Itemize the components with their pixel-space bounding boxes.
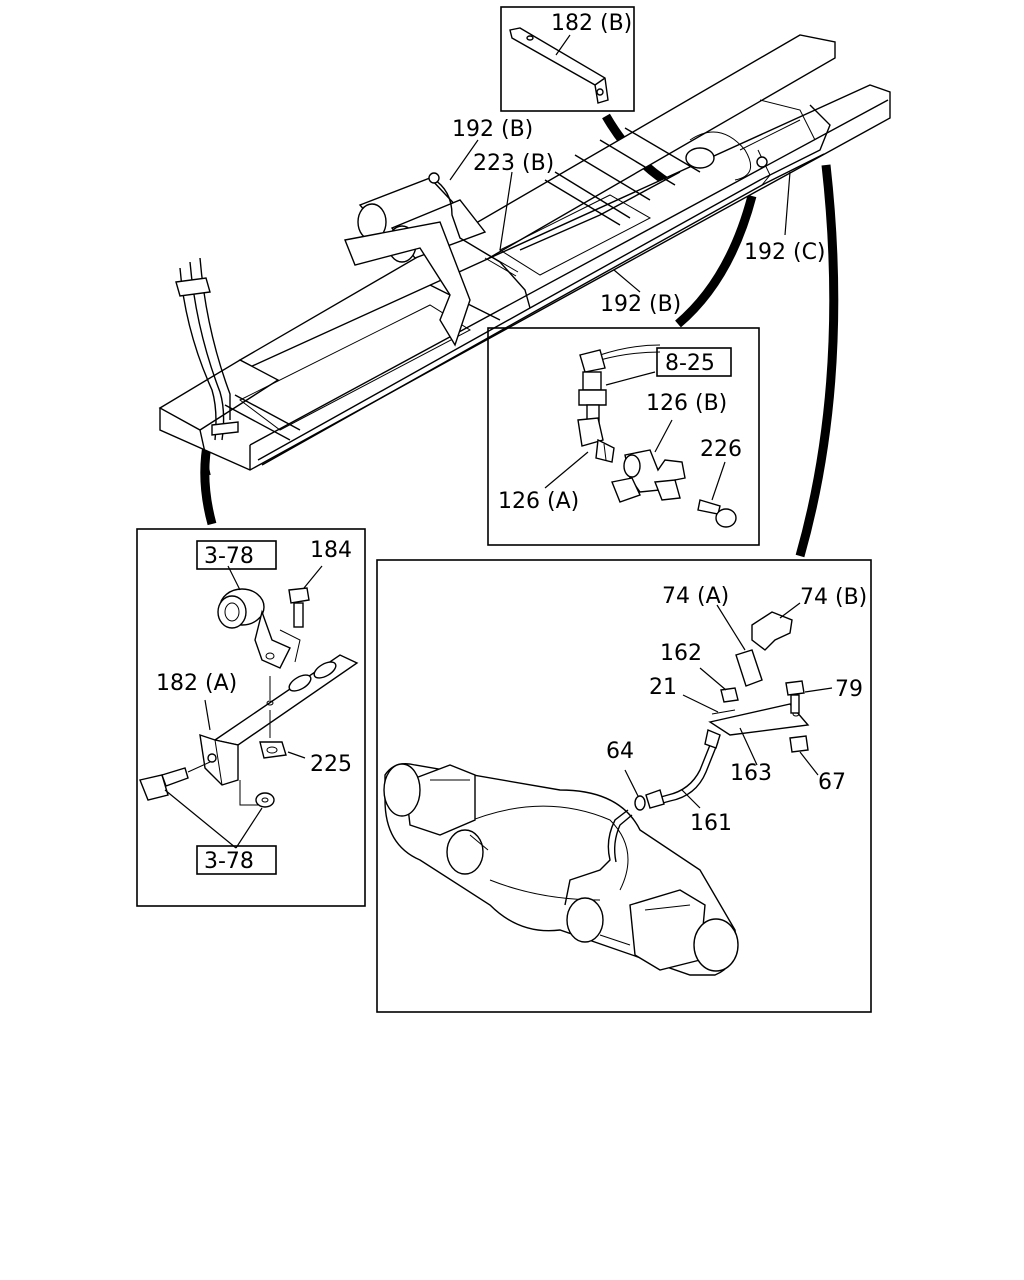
top-leaders [449,139,791,293]
label-3-78-top: 3-78 [204,544,254,569]
label-21: 21 [649,675,677,700]
label-74a: 74 (A) [662,584,729,609]
label-126a: 126 (A) [498,489,579,514]
label-182b-top: 182 (B) [551,11,632,36]
label-192b-mid: 192 (B) [600,292,681,317]
chassis-frame [158,34,891,476]
box-fittings [487,327,760,546]
label-boxes [196,347,732,875]
label-74b: 74 (B) [800,585,867,610]
label-192b-top: 192 (B) [452,117,533,142]
label-67: 67 [818,770,846,795]
label-184: 184 [310,538,352,563]
label-226: 226 [700,437,742,462]
label-225: 225 [310,752,352,777]
label-163: 163 [730,761,772,786]
label-161: 161 [690,811,732,836]
label-64: 64 [606,739,634,764]
hose-left [175,257,239,441]
label-3-78-bottom: 3-78 [204,849,254,874]
pipe-routing [257,104,831,466]
box-182b [500,6,635,112]
label-8-25: 8-25 [665,351,715,376]
labels: 182 (B) 192 (B) 223 (B) 192 (C) 192 (B) … [156,11,867,874]
air-tanks [344,177,487,347]
box-bracket [136,528,366,907]
label-182a: 182 (A) [156,671,237,696]
label-126b: 126 (B) [646,391,727,416]
label-192c: 192 (C) [744,240,826,265]
label-223b: 223 (B) [473,151,554,176]
label-79: 79 [835,677,863,702]
box-rear-axle [376,559,872,1013]
label-162: 162 [660,641,702,666]
